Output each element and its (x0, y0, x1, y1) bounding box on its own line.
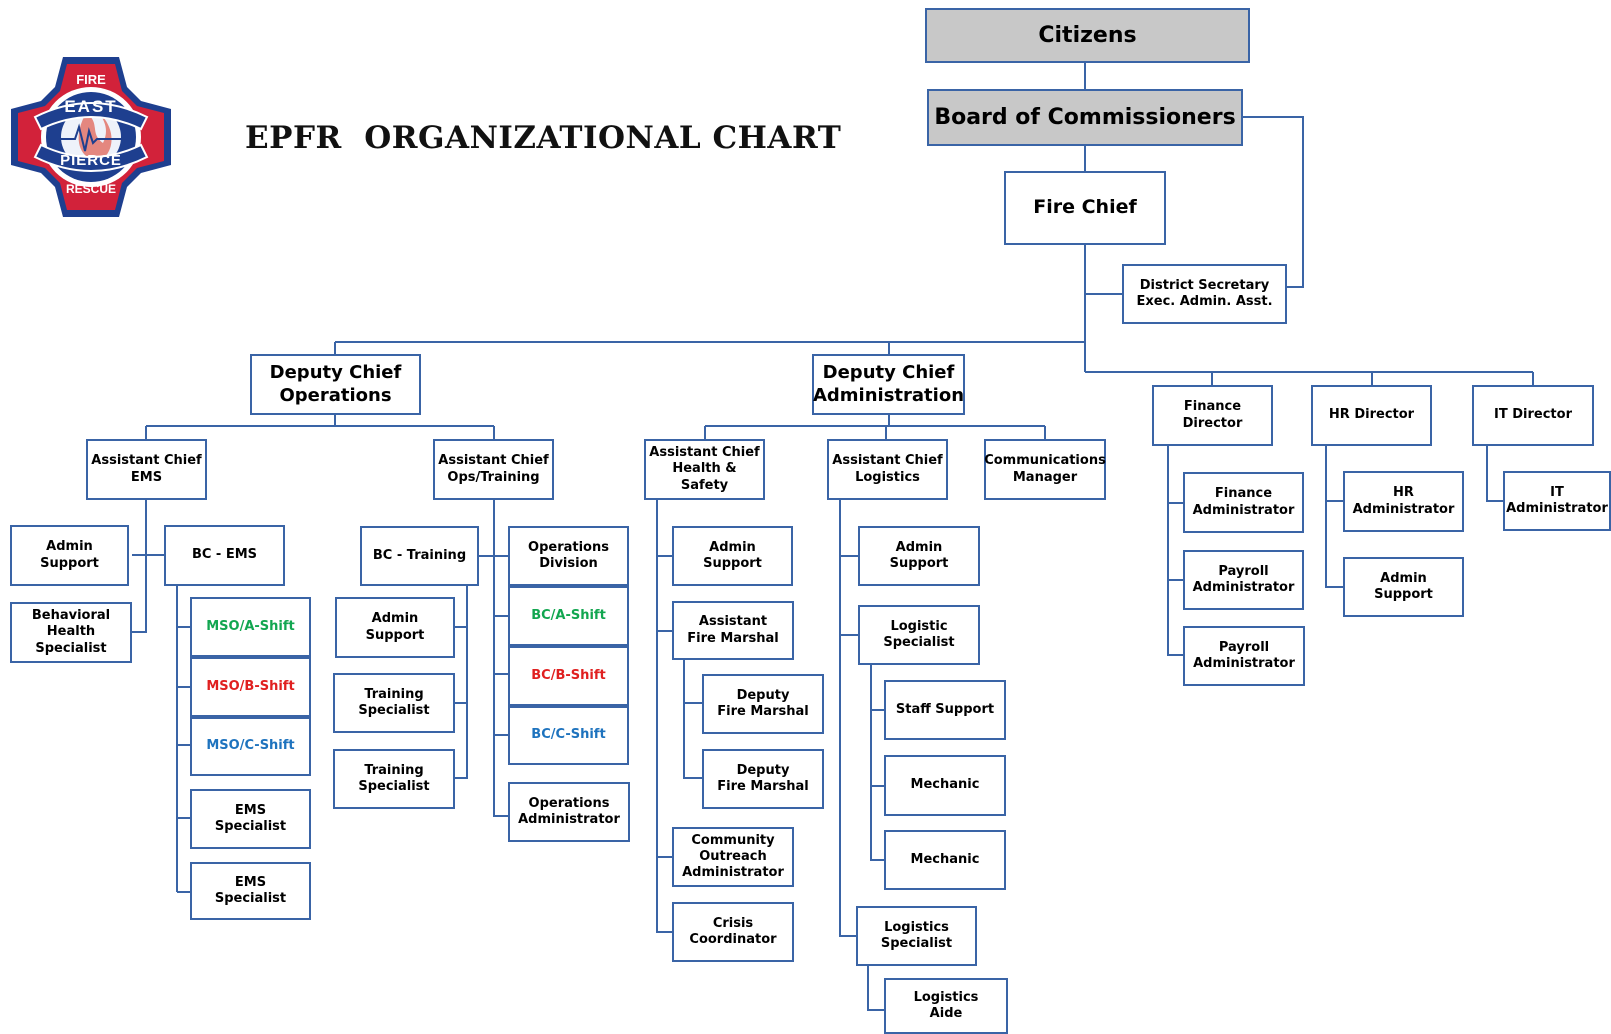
mechanic-box-2: Mechanic (884, 830, 1006, 890)
logo-ribbon-bottom-text: PIERCE (60, 152, 122, 169)
mechanic-box-1: Mechanic (884, 755, 1006, 816)
hr-administrator-box: HR Administrator (1343, 471, 1464, 532)
east-pierce-fire-rescue-logo (11, 57, 171, 217)
page-title: EPFR ORGANIZATIONAL CHART (245, 120, 842, 156)
mso-c-shift-box: MSO/C-Shift (190, 717, 311, 776)
training-specialist-box-1: Training Specialist (333, 673, 455, 733)
payroll-administrator-box-2: Payroll Administrator (1183, 626, 1305, 686)
ems-specialist-box-1: EMS Specialist (190, 789, 311, 849)
deputy-fire-marshal-box-2: Deputy Fire Marshal (702, 749, 824, 809)
community-outreach-administrator-box: Community Outreach Administrator (672, 827, 794, 887)
behavioral-health-specialist-box: Behavioral Health Specialist (10, 602, 132, 663)
hs-admin-support-box: Admin Support (672, 526, 793, 586)
mso-b-shift-box: MSO/B-Shift (190, 657, 311, 717)
assistant-fire-marshal-box: Assistant Fire Marshal (672, 601, 794, 660)
training-specialist-box-2: Training Specialist (333, 749, 455, 809)
operations-division-box: Operations Division (508, 526, 629, 586)
logistic-specialist-box: Logistic Specialist (858, 605, 980, 665)
hr-admin-support-box: Admin Support (1343, 557, 1464, 617)
finance-director-box: Finance Director (1152, 385, 1273, 446)
it-administrator-box: IT Administrator (1503, 471, 1611, 531)
logo-bottom-text: RESCUE (65, 182, 116, 196)
logistics-specialist-box: Logistics Specialist (856, 906, 977, 966)
citizens-box: Citizens (925, 8, 1250, 63)
ems-admin-support-box: Admin Support (10, 525, 129, 586)
bc-c-shift-box: BC/C-Shift (508, 706, 629, 765)
bc-training-box: BC - Training (360, 526, 479, 586)
assistant-chief-logistics-box: Assistant Chief Logistics (827, 439, 948, 500)
district-secretary-box: District Secretary Exec. Admin. Asst. (1122, 264, 1287, 324)
deputy-chief-operations-box: Deputy Chief Operations (250, 354, 421, 415)
ems-specialist-box-2: EMS Specialist (190, 862, 311, 920)
communications-manager-box: Communications Manager (984, 439, 1106, 500)
finance-administrator-box: Finance Administrator (1183, 472, 1304, 533)
training-admin-support-box: Admin Support (335, 597, 455, 658)
fire-chief-box: Fire Chief (1004, 171, 1166, 245)
deputy-fire-marshal-box-1: Deputy Fire Marshal (702, 674, 824, 734)
payroll-administrator-box-1: Payroll Administrator (1183, 550, 1304, 610)
it-director-box: IT Director (1472, 385, 1594, 446)
staff-support-box: Staff Support (884, 680, 1006, 740)
board-of-commissioners-box: Board of Commissioners (927, 89, 1243, 146)
logo-top-text: FIRE (76, 72, 106, 87)
operations-administrator-box: Operations Administrator (508, 782, 630, 842)
hr-director-box: HR Director (1311, 385, 1432, 446)
mso-a-shift-box: MSO/A-Shift (190, 597, 311, 657)
crisis-coordinator-box: Crisis Coordinator (672, 902, 794, 962)
bc-a-shift-box: BC/A-Shift (508, 586, 629, 646)
assistant-chief-ems-box: Assistant Chief EMS (86, 439, 207, 500)
bc-b-shift-box: BC/B-Shift (508, 646, 629, 706)
deputy-chief-administration-box: Deputy Chief Administration (812, 354, 965, 415)
logo-ribbon-top-text: EAST (64, 97, 118, 116)
assistant-chief-health-safety-box: Assistant Chief Health & Safety (644, 439, 765, 500)
bc-ems-box: BC - EMS (164, 525, 285, 586)
assistant-chief-ops-training-box: Assistant Chief Ops/Training (433, 439, 554, 500)
logistics-admin-support-box: Admin Support (858, 526, 980, 586)
logistics-aide-box: Logistics Aide (884, 978, 1008, 1034)
